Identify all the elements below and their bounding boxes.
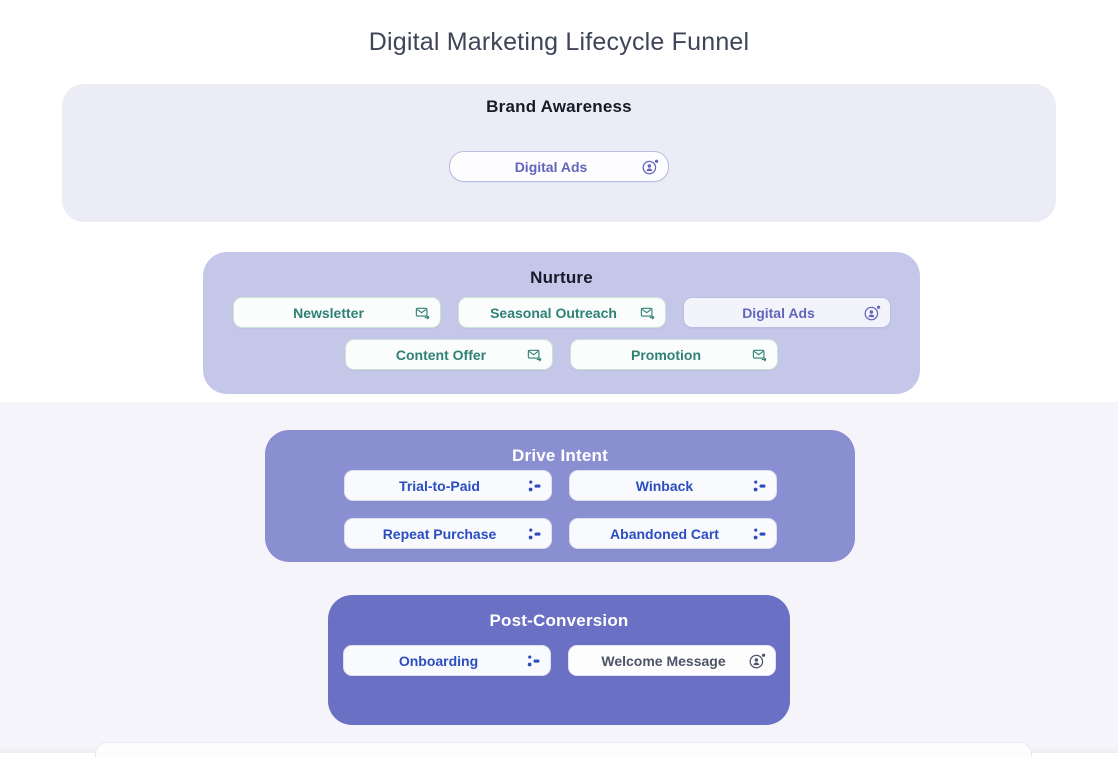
pill-repeat-purchase[interactable]: Repeat Purchase xyxy=(343,518,552,549)
pill-abandoned-cart[interactable]: Abandoned Cart xyxy=(568,518,777,549)
pill-label: Promotion xyxy=(631,346,701,363)
pill-label: Trial-to-Paid xyxy=(399,477,480,494)
ad-audience-icon xyxy=(863,304,881,322)
pill-trial-to-paid[interactable]: Trial-to-Paid xyxy=(343,470,552,501)
pill-row: Content Offer Promotion xyxy=(203,339,920,370)
pill-newsletter[interactable]: Newsletter xyxy=(232,297,441,328)
pill-digital-ads[interactable]: Digital Ads xyxy=(682,297,891,328)
workflow-icon xyxy=(752,478,767,493)
pill-label: Winback xyxy=(635,477,694,494)
pill-label: Digital Ads xyxy=(514,158,588,175)
pill-label: Digital Ads xyxy=(742,304,815,321)
ad-audience-icon xyxy=(641,158,659,176)
ad-audience-icon xyxy=(748,652,766,670)
pill-row: Onboarding Welcome Message xyxy=(328,645,790,676)
pill-welcome-message[interactable]: Welcome Message xyxy=(567,645,776,676)
workflow-icon xyxy=(752,526,767,541)
send-email-icon xyxy=(527,347,543,363)
tier-heading: Brand Awareness xyxy=(486,97,632,116)
pill-digital-ads[interactable]: Digital Ads xyxy=(449,151,669,182)
pill-content-offer[interactable]: Content Offer xyxy=(345,339,553,370)
workflow-icon xyxy=(527,526,542,541)
pill-label: Content Offer xyxy=(395,346,487,363)
send-email-icon xyxy=(640,305,656,321)
pill-row: Trial-to-Paid Winback xyxy=(265,470,855,501)
workflow-icon xyxy=(527,478,542,493)
send-email-icon xyxy=(752,347,768,363)
pill-promotion[interactable]: Promotion xyxy=(570,339,778,370)
pill-row: Digital Ads xyxy=(62,151,1056,182)
pill-row: Repeat Purchase Abandoned Cart xyxy=(265,518,855,549)
pill-label: Abandoned Cart xyxy=(610,525,719,542)
pill-label: Newsletter xyxy=(293,304,364,321)
pill-label: Welcome Message xyxy=(601,652,726,669)
send-email-icon xyxy=(415,305,431,321)
tier-heading: Nurture xyxy=(530,268,593,287)
pill-label: Repeat Purchase xyxy=(382,525,497,542)
pill-row: Newsletter Seasonal Outreach Digital Ads xyxy=(203,297,920,328)
tier-heading: Drive Intent xyxy=(512,446,608,465)
partial-next-tier xyxy=(95,742,1032,757)
tier-heading: Post-Conversion xyxy=(489,611,629,630)
pill-onboarding[interactable]: Onboarding xyxy=(342,645,551,676)
pill-label: Onboarding xyxy=(398,652,479,669)
page-title: Digital Marketing Lifecycle Funnel xyxy=(368,28,750,56)
pill-seasonal-outreach[interactable]: Seasonal Outreach xyxy=(457,297,666,328)
workflow-icon xyxy=(526,653,541,668)
pill-label: Seasonal Outreach xyxy=(490,304,617,321)
pill-winback[interactable]: Winback xyxy=(568,470,777,501)
